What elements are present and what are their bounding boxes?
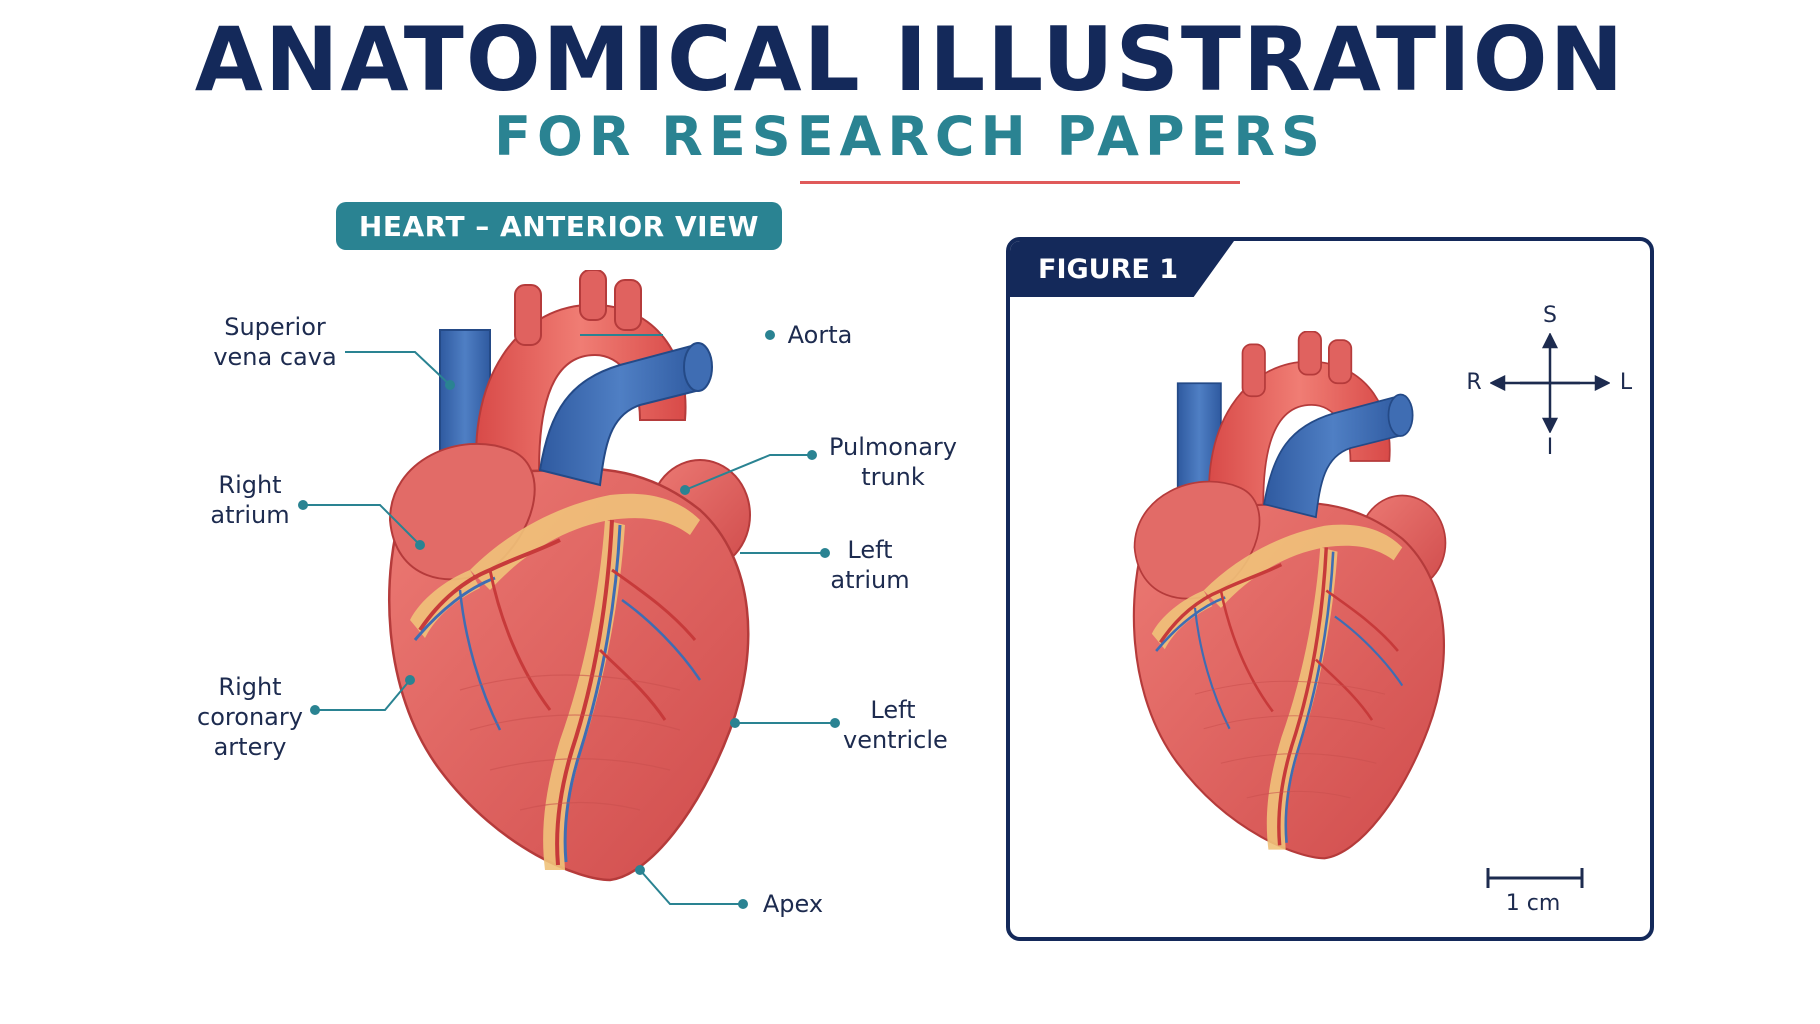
label-right-atrium: Right atrium xyxy=(210,471,290,529)
label-aorta: Aorta xyxy=(787,321,853,349)
figure-panel: FIGURE 1 S I R L 1 cm xyxy=(1006,237,1654,941)
label-left-ventricle: Left ventricle xyxy=(843,696,948,754)
label-right-coronary-artery: Right coronary artery xyxy=(197,673,303,761)
label-pulmonary-trunk: Pulmonary trunk xyxy=(829,433,957,491)
compass-left: L xyxy=(1619,370,1633,395)
label-leader-lines xyxy=(298,330,840,909)
page-title: ANATOMICAL ILLUSTRATION xyxy=(194,8,1626,111)
label-superior-vena-cava: Superior vena cava xyxy=(213,313,337,371)
scale-bar xyxy=(1486,868,1584,888)
label-apex: Apex xyxy=(762,890,824,918)
figure-heart-illustration xyxy=(1132,331,1448,860)
scale-bar-label: 1 cm xyxy=(1505,891,1561,916)
label-left-atrium: Left atrium xyxy=(830,536,910,594)
compass-right: R xyxy=(1466,370,1482,395)
figure-tab: FIGURE 1 xyxy=(1010,241,1234,297)
compass-superior: S xyxy=(1543,303,1557,328)
title-underline xyxy=(800,181,1240,184)
section-title-pill: HEART – ANTERIOR VIEW xyxy=(336,202,782,250)
compass-arrowheads-horizontal xyxy=(1490,374,1610,392)
compass-inferior: I xyxy=(1546,435,1554,460)
page-subtitle: FOR RESEARCH PAPERS xyxy=(494,105,1326,168)
